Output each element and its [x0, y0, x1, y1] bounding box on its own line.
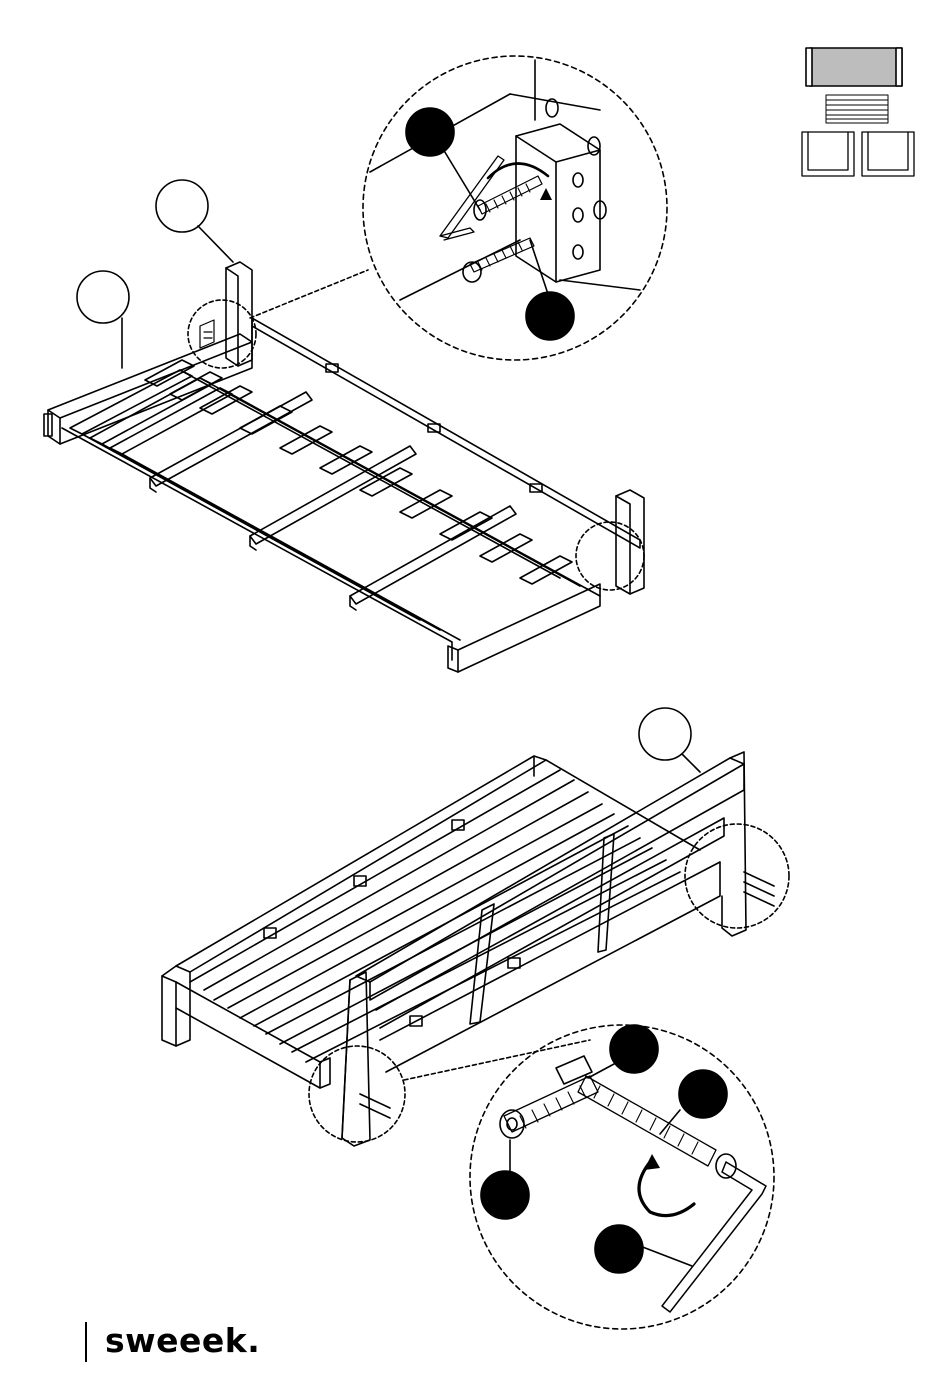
- zoom-detail-top: [363, 56, 667, 360]
- product-overview-thumbnail: [802, 48, 914, 176]
- part-callout-circle-backrest: [639, 708, 700, 772]
- hardware-callout-badge-bottom-2: [679, 1070, 727, 1118]
- hardware-callout-badge-top-1: [406, 108, 454, 156]
- hardware-callout-badge-bottom-4: [595, 1225, 643, 1273]
- part-callout-circle-siderail: [77, 271, 129, 368]
- hardware-callout-badge-bottom-1: [610, 1025, 658, 1073]
- hardware-callout-badge-bottom-3: [481, 1171, 529, 1219]
- part-callout-circle-armrest: [156, 180, 233, 262]
- brand-logo: sweeek.: [85, 1322, 260, 1362]
- hardware-callout-badge-top-2: [526, 292, 574, 340]
